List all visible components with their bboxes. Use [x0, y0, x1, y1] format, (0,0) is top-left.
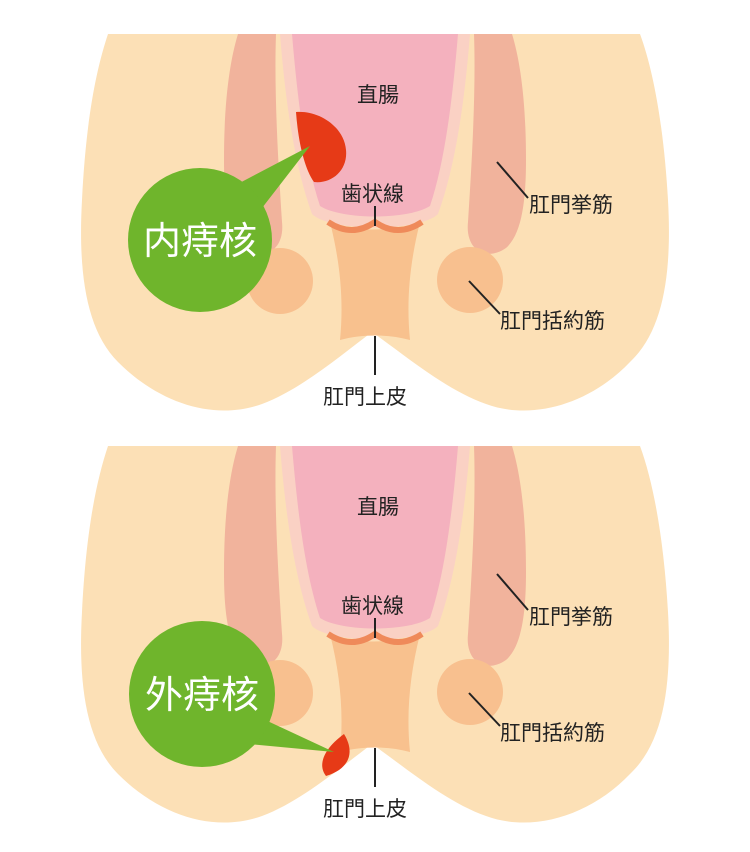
internal-hemorrhoid [296, 111, 347, 183]
sphincter-right [437, 247, 503, 313]
leader-levator [496, 573, 529, 611]
levator-muscle-left [224, 446, 283, 666]
label-sphincter: 肛門括約筋 [500, 309, 605, 333]
bubble [129, 621, 275, 767]
external-hemorrhoid [322, 734, 350, 776]
label-sphincter: 肛門括約筋 [500, 721, 605, 745]
label-anoderm: 肛門上皮 [323, 385, 407, 409]
label-dentate-line: 歯状線 [341, 594, 404, 618]
leader-levator [496, 161, 529, 199]
anal-canal [330, 222, 420, 340]
label-rectum: 直腸 [357, 83, 399, 107]
label-anoderm: 肛門上皮 [323, 797, 407, 821]
levator-muscle-right [467, 446, 526, 666]
panel-internal: 内痔核 直腸 歯状線 肛門挙筋 肛門括約筋 肛門上皮 [81, 34, 669, 411]
label-dentate-line: 歯状線 [341, 182, 404, 206]
leader-sphincter [468, 692, 501, 727]
label-levator: 肛門挙筋 [529, 605, 613, 629]
bubble-label: 内痔核 [143, 219, 257, 263]
label-rectum: 直腸 [357, 495, 399, 519]
sphincter-right [437, 659, 503, 725]
panel-external: 外痔核 直腸 歯状線 肛門挙筋 肛門括約筋 肛門上皮 [81, 446, 669, 823]
leader-sphincter [468, 280, 501, 315]
bubble [128, 168, 272, 312]
label-levator: 肛門挙筋 [529, 193, 613, 217]
rectum [292, 446, 458, 629]
anal-canal [330, 634, 420, 752]
bubble-label: 外痔核 [145, 673, 259, 717]
levator-muscle-right [467, 34, 526, 254]
